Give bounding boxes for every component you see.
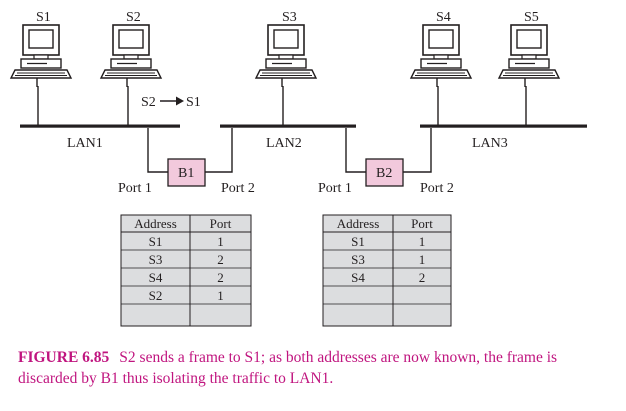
table-cell: 1 — [419, 234, 426, 249]
lan1-bus — [20, 124, 180, 128]
station-label-s1: S1 — [36, 10, 51, 25]
frame-source-label: S2 — [141, 95, 156, 110]
table-cell: S1 — [351, 234, 365, 249]
lan2-bus — [220, 124, 356, 128]
table-cell: 1 — [217, 234, 224, 249]
table-cell: S1 — [149, 234, 163, 249]
computer-icon-s4 — [410, 24, 472, 88]
table-cell: 2 — [217, 270, 224, 285]
table-cell: 1 — [419, 252, 426, 267]
bridge-b1-label: B1 — [178, 166, 194, 181]
station-label-s4: S4 — [436, 10, 451, 25]
lan3-bus — [420, 124, 587, 128]
bridge-b1-table: Address Port S1 1 S3 2 S4 2 S2 1 — [120, 214, 252, 327]
arrow-right-icon — [160, 96, 184, 106]
bridge-b2-table: Address Port S1 1 S3 1 S4 2 — [322, 214, 452, 327]
lan2-label: LAN2 — [266, 136, 302, 151]
table-cell: 2 — [419, 270, 426, 285]
b1-port1-label: Port 1 — [118, 181, 152, 196]
table-cell: 2 — [217, 252, 224, 267]
table-header-port: Port — [210, 216, 232, 231]
caption-text: S2 sends a frame to S1; as both addresse… — [18, 349, 558, 387]
computer-icon-s5 — [498, 24, 560, 88]
lan1-label: LAN1 — [67, 136, 103, 151]
frame-dest-label: S1 — [186, 95, 201, 110]
figure-number: FIGURE 6.85 — [18, 349, 110, 366]
b1-port2-label: Port 2 — [221, 181, 255, 196]
lan3-label: LAN3 — [472, 136, 508, 151]
computer-icon-s2 — [100, 24, 162, 88]
b2-port2-link — [403, 128, 432, 173]
table-header-address: Address — [134, 216, 177, 231]
station-label-s3: S3 — [282, 10, 297, 25]
computer-icon-s3 — [255, 24, 317, 88]
table-cell: 1 — [217, 288, 224, 303]
bridge-b1 — [167, 158, 206, 187]
computer-icon-s1 — [10, 24, 72, 88]
station-label-s2: S2 — [126, 10, 141, 25]
table-cell: S4 — [149, 270, 163, 285]
table-header-address: Address — [337, 216, 380, 231]
bridge-b2-label: B2 — [376, 166, 392, 181]
table-cell: S3 — [351, 252, 365, 267]
table-cell: S3 — [149, 252, 163, 267]
table-cell: S2 — [149, 288, 163, 303]
b1-port1-link — [147, 128, 168, 173]
b2-port1-label: Port 1 — [318, 181, 352, 196]
table-header-port: Port — [411, 216, 433, 231]
b1-port2-link — [205, 128, 233, 173]
table-cell: S4 — [351, 270, 365, 285]
station-label-s5: S5 — [524, 10, 539, 25]
b2-port1-link — [345, 128, 366, 173]
bridge-b2 — [365, 158, 404, 187]
b2-port2-label: Port 2 — [420, 181, 454, 196]
